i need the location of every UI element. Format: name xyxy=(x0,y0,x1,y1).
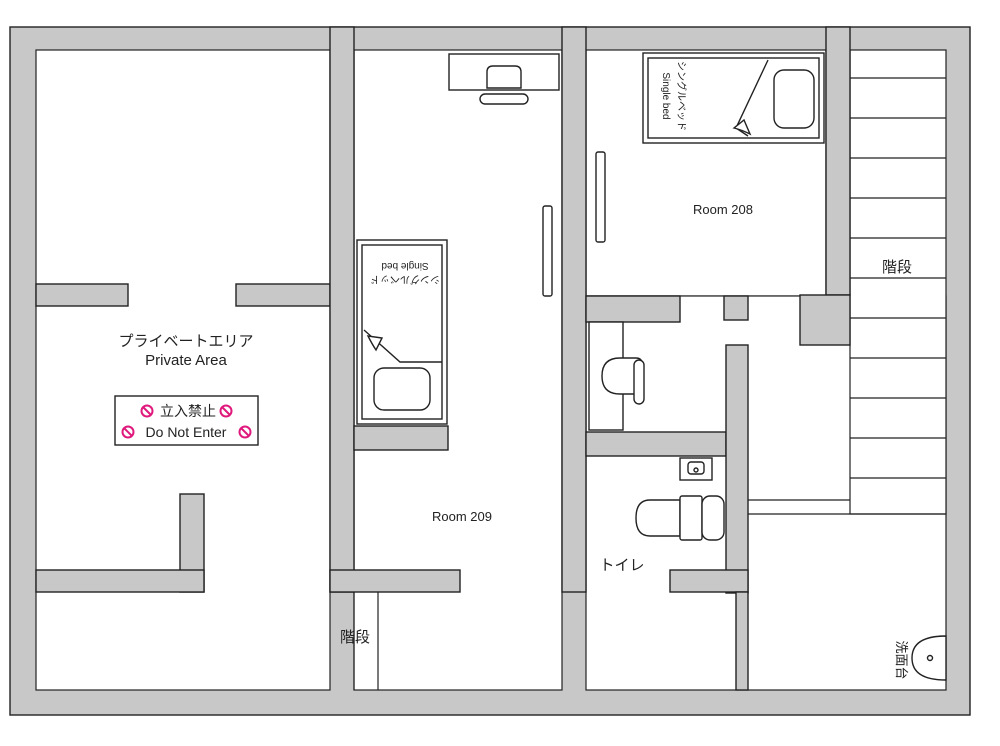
private-area-walls xyxy=(35,26,355,593)
room-208-bed-label-jp: シングルベッド xyxy=(675,61,688,131)
toilet-label: トイレ xyxy=(599,557,644,574)
room-208-walls xyxy=(585,26,851,594)
room-208-pillow xyxy=(773,69,815,129)
room-209-walls xyxy=(329,26,587,593)
no-entry-icon xyxy=(140,404,154,418)
room-209-bed: Single bed シングルベッド xyxy=(356,239,448,425)
stairs-right-floor xyxy=(849,49,947,515)
room-209-bed-label-jp: シングルベッド xyxy=(370,273,440,286)
sign-line-1: 立入禁止 xyxy=(160,403,216,419)
stairs-right-treads xyxy=(850,77,946,479)
toilet-fixtures xyxy=(635,457,725,541)
room-208-label: Room 208 xyxy=(693,202,753,217)
washbasin-label: 洗面台 xyxy=(894,640,909,679)
private-area-label-en: Private Area xyxy=(145,352,227,369)
room-209-pillow xyxy=(373,367,431,411)
toilet-bowl-icon xyxy=(635,499,681,537)
do-not-enter-sign: 立入禁止 Do Not Enter xyxy=(114,395,259,446)
sign-line-2: Do Not Enter xyxy=(146,424,227,440)
private-area-label-jp: プライベートエリア xyxy=(118,333,253,350)
no-entry-icon xyxy=(219,404,233,418)
room-209-bed-label-en: Single bed xyxy=(381,260,428,271)
room-208-bed-label-en: Single bed xyxy=(660,72,671,119)
room-209-wardrobe xyxy=(542,205,553,297)
stairs-bottom-label: 階段 xyxy=(340,629,370,646)
corridor-post xyxy=(735,591,749,691)
washbasin-icon xyxy=(911,635,947,681)
stairs-bottom xyxy=(353,592,379,690)
room-209-desk xyxy=(448,53,560,105)
private-area-floor xyxy=(35,49,331,691)
room-208-bed: Single bed シングルベッド xyxy=(642,52,825,144)
room-209-chair xyxy=(486,65,522,89)
stairs-right-label: 階段 xyxy=(882,259,912,276)
room-209-label: Room 209 xyxy=(432,509,492,524)
room-208-wardrobe xyxy=(595,151,606,243)
no-entry-icon xyxy=(238,425,252,439)
room-208-desk xyxy=(588,321,645,431)
no-entry-icon xyxy=(121,425,135,439)
